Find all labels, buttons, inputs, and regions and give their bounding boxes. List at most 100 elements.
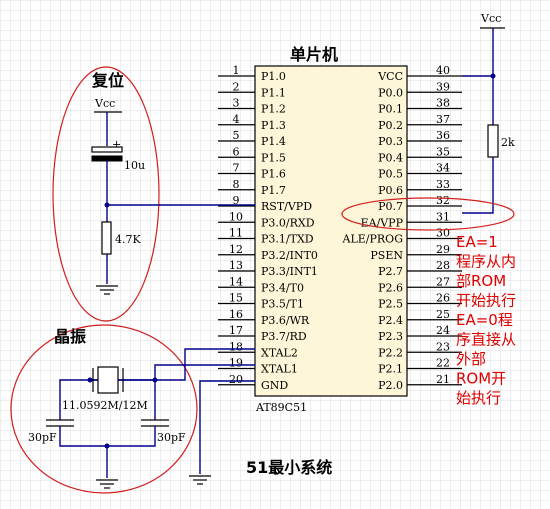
pin-name: PSEN bbox=[370, 249, 403, 262]
pullup-vcc-label: Vcc bbox=[480, 12, 501, 25]
pin-name: P3.0/RXD bbox=[261, 216, 315, 229]
pin-number: 9 bbox=[233, 194, 240, 207]
pin-name: VCC bbox=[377, 70, 403, 83]
pin-number: 4 bbox=[233, 113, 240, 126]
chip-body bbox=[254, 65, 408, 397]
gnd-wire bbox=[199, 380, 255, 474]
pin-name: P3.4/T0 bbox=[261, 281, 304, 294]
pin-name: P2.0 bbox=[378, 379, 403, 392]
pin-name: P2.3 bbox=[378, 330, 403, 343]
pin-name: P1.6 bbox=[261, 168, 286, 181]
pin-number: 26 bbox=[436, 292, 450, 305]
reset-vcc-label: Vcc bbox=[94, 97, 115, 110]
pin-number: 39 bbox=[436, 80, 450, 93]
note-line: 程序从内 bbox=[456, 253, 516, 271]
reset-resistor bbox=[101, 221, 112, 255]
pin-name: P2.6 bbox=[378, 281, 403, 294]
xtal2-wire bbox=[59, 348, 255, 420]
ea-wire bbox=[462, 157, 494, 214]
pin-number: 19 bbox=[229, 357, 243, 370]
note-line: 序直接从 bbox=[456, 331, 516, 349]
note-line: EA=0程 bbox=[456, 311, 513, 329]
pin-number: 11 bbox=[229, 227, 243, 240]
pin-name: P3.2/INT0 bbox=[261, 249, 318, 262]
reset-cap-plate-bottom bbox=[91, 155, 123, 162]
pin-name: P0.5 bbox=[378, 168, 403, 181]
pin-name: P3.3/INT1 bbox=[261, 265, 318, 278]
note-line: 外部 bbox=[456, 350, 486, 368]
pin-number: 28 bbox=[436, 259, 450, 272]
pin-number: 17 bbox=[229, 324, 243, 337]
reset-res-value: 4.7K bbox=[115, 233, 141, 246]
pin-number: 27 bbox=[436, 275, 450, 288]
note-line: 始执行 bbox=[456, 389, 501, 407]
pin-name: P0.3 bbox=[378, 135, 403, 148]
ea-highlight bbox=[341, 197, 515, 231]
pin-name: XTAL2 bbox=[261, 346, 298, 359]
xtal1-wire bbox=[154, 364, 255, 420]
pin-name: P2.2 bbox=[378, 346, 403, 359]
pin-number: 31 bbox=[436, 210, 450, 223]
crystal-title: 晶振 bbox=[54, 327, 86, 346]
note-line: EA=1 bbox=[456, 233, 498, 251]
pin-number: 3 bbox=[233, 97, 240, 110]
pin-number: 7 bbox=[233, 162, 240, 175]
pin-name: P1.7 bbox=[261, 184, 286, 197]
pin-name: P2.7 bbox=[378, 265, 403, 278]
crystal-ground-icon bbox=[96, 479, 118, 489]
pin-number: 12 bbox=[229, 243, 243, 256]
note-line: ROM开 bbox=[456, 370, 506, 388]
pin-number: 21 bbox=[436, 373, 450, 386]
pin-number: 32 bbox=[436, 194, 450, 207]
pin-number: 37 bbox=[436, 113, 450, 126]
pin-name: P3.1/TXD bbox=[261, 233, 314, 246]
diagram-caption: 51最小系统 bbox=[246, 458, 332, 477]
pin-name: P0.7 bbox=[378, 200, 403, 213]
crystal-frequency: 11.0592M/12M bbox=[62, 399, 148, 412]
pin-number: 40 bbox=[436, 64, 450, 77]
pin-name: GND bbox=[261, 379, 288, 392]
pin-name: P1.0 bbox=[261, 70, 286, 83]
pin-name: P1.2 bbox=[261, 103, 286, 116]
pin-name: P0.1 bbox=[378, 103, 403, 116]
pin-name: XTAL1 bbox=[261, 363, 298, 376]
pullup-res-value: 2k bbox=[501, 136, 515, 149]
pin-number: 24 bbox=[436, 324, 450, 337]
crystal-circle bbox=[10, 324, 198, 494]
pin-name: P3.7/RD bbox=[261, 330, 307, 343]
pin-number: 38 bbox=[436, 97, 450, 110]
reset-cap-plus: + bbox=[112, 138, 121, 151]
pin-name: P1.1 bbox=[261, 86, 286, 99]
chip-part-number: AT89C51 bbox=[255, 401, 307, 414]
pin-name: P2.5 bbox=[378, 298, 403, 311]
chip-right-pins: 40VCC39P0.038P0.137P0.236P0.335P0.434P0.… bbox=[342, 64, 462, 392]
chip-ground-icon bbox=[189, 475, 211, 485]
pin-number: 25 bbox=[436, 308, 450, 321]
pin-number: 16 bbox=[229, 308, 243, 321]
pin-name: P0.2 bbox=[378, 119, 403, 132]
pin-number: 20 bbox=[229, 373, 243, 386]
pin-number: 8 bbox=[233, 178, 240, 191]
pin-name: P1.4 bbox=[261, 135, 286, 148]
reset-circle bbox=[52, 66, 160, 322]
pin-number: 29 bbox=[436, 243, 450, 256]
pin-name: P2.1 bbox=[378, 363, 403, 376]
pin-number: 14 bbox=[229, 275, 243, 288]
left-cap-value: 30pF bbox=[28, 431, 57, 444]
vcc-junction bbox=[490, 73, 496, 79]
pin-number: 30 bbox=[436, 227, 450, 240]
pin-name: P0.4 bbox=[378, 151, 403, 164]
pin-number: 33 bbox=[436, 178, 450, 191]
pullup-resistor bbox=[487, 124, 499, 158]
pin-name: P1.3 bbox=[261, 119, 286, 132]
pin-number: 10 bbox=[229, 210, 243, 223]
note-line: 部ROM bbox=[456, 272, 506, 290]
pin-name: P2.4 bbox=[378, 314, 403, 327]
note-line: 开始执行 bbox=[456, 292, 516, 310]
chip-title: 单片机 bbox=[290, 45, 338, 64]
right-cap-value: 30pF bbox=[157, 431, 186, 444]
crystal-icon bbox=[92, 366, 124, 394]
pin-number: 35 bbox=[436, 145, 450, 158]
